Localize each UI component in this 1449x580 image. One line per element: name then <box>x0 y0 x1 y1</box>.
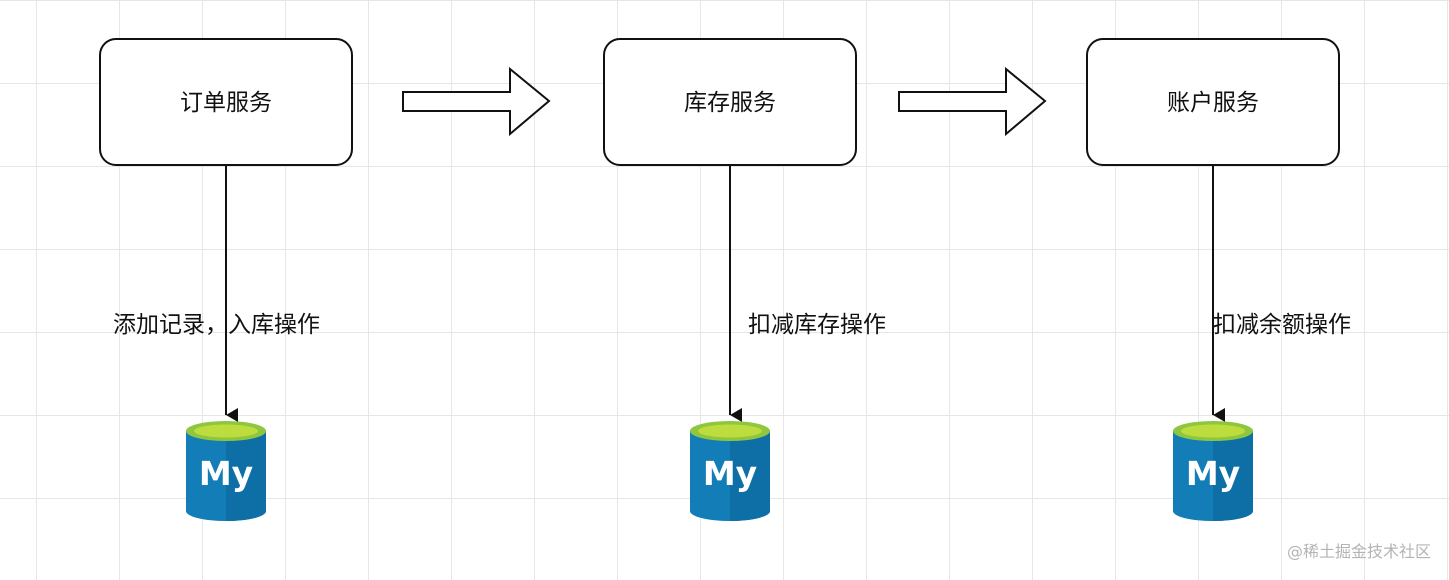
order-service-label: 订单服务 <box>180 90 272 116</box>
account-service-node[interactable]: 账户服务 <box>1086 38 1340 166</box>
block-arrow-right-icon <box>402 66 551 137</box>
mysql-database-icon[interactable]: My <box>186 421 266 521</box>
order-service-node[interactable]: 订单服务 <box>99 38 353 166</box>
inventory-service-node[interactable]: 库存服务 <box>603 38 857 166</box>
inventory-service-label: 库存服务 <box>684 90 776 116</box>
block-arrow-right-icon <box>898 66 1047 137</box>
db-badge-text: My <box>1186 454 1240 493</box>
order-db-operation-label: 添加记录，入库操作 <box>113 312 320 338</box>
db-badge-text: My <box>703 454 757 493</box>
mysql-database-icon[interactable]: My <box>690 421 770 521</box>
account-db-operation-label: 扣减余额操作 <box>1213 312 1351 338</box>
db-badge-text: My <box>199 454 253 493</box>
watermark: @稀土掘金技术社区 <box>1286 542 1431 561</box>
account-service-label: 账户服务 <box>1167 90 1259 116</box>
inventory-db-operation-label: 扣减库存操作 <box>748 312 886 338</box>
mysql-database-icon[interactable]: My <box>1173 421 1253 521</box>
